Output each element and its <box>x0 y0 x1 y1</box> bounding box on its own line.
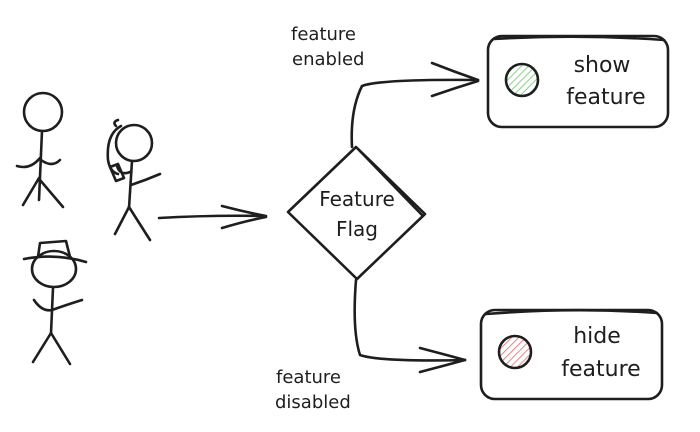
hide-feature-box <box>479 308 664 401</box>
user-figure-with-hat <box>22 239 88 366</box>
user-figure-plain <box>15 91 65 209</box>
show-box-line2: feature <box>566 85 645 110</box>
enabled-label-line1: feature <box>291 24 356 45</box>
flag-label-line1: Feature <box>319 187 395 211</box>
hide-box-line2: feature <box>561 357 640 382</box>
disabled-label-line1: feature <box>276 367 341 388</box>
disabled-label-line2: disabled <box>275 392 351 413</box>
feature-flag-diamond <box>286 145 427 281</box>
green-indicator-icon <box>504 62 540 98</box>
enabled-label-line2: enabled <box>292 49 364 70</box>
arrow-disabled-branch <box>353 278 467 374</box>
flag-label-line2: Flag <box>336 217 378 241</box>
arrow-enabled-branch <box>350 61 480 149</box>
hide-box-line1: hide <box>573 324 621 349</box>
user-figure-with-phone <box>106 118 162 242</box>
arrow-users-to-flag <box>157 204 268 230</box>
red-indicator-icon <box>497 334 533 370</box>
show-feature-box <box>486 34 670 129</box>
show-box-line1: show <box>574 53 631 78</box>
